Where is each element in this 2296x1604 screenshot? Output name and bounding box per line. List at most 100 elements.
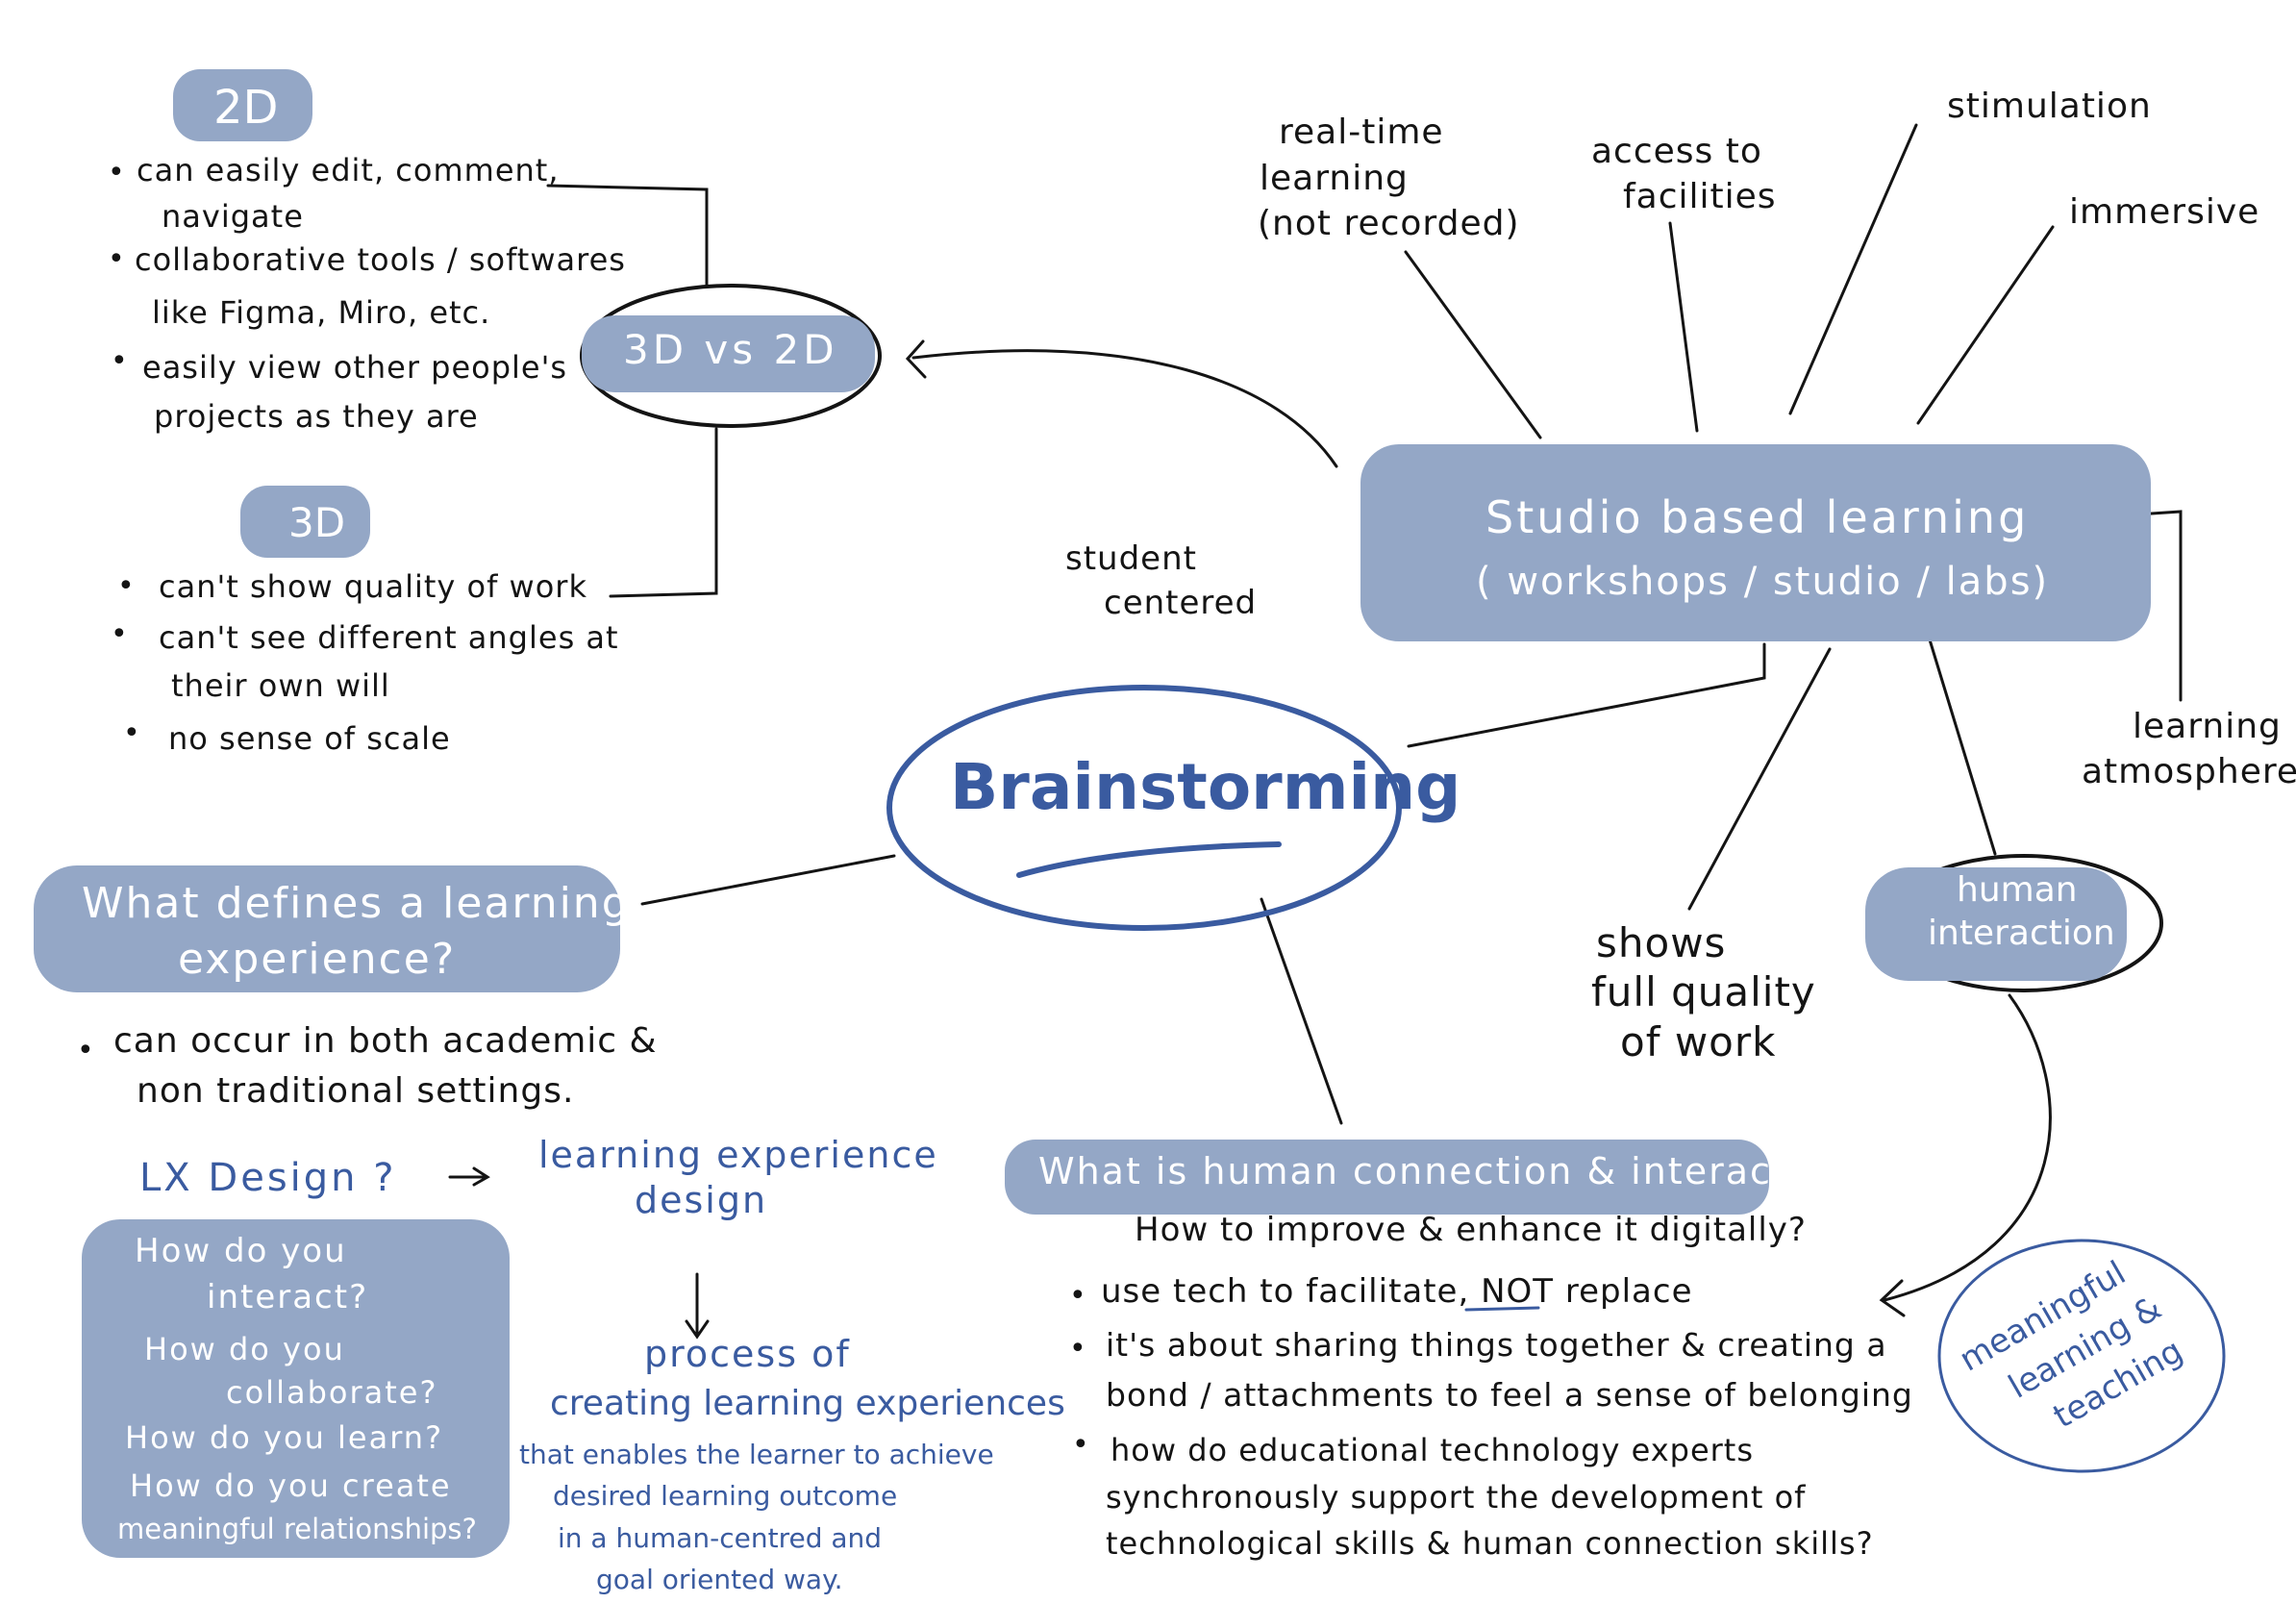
lx-question-line1: What defines a learning — [82, 879, 631, 928]
underline-not — [1464, 1306, 1540, 1312]
lx-q4-line2: meaningful relationships? — [117, 1513, 477, 1545]
line-center-lx — [640, 854, 896, 906]
point-2d-2-line1: collaborative tools / softwares — [135, 241, 626, 278]
point-2d-3-line1: easily view other people's — [142, 349, 568, 386]
connection-point-2-line1: it's about sharing things together & cre… — [1106, 1326, 1887, 1364]
point-2d-1-line2: navigate — [162, 198, 304, 235]
bullet-3d-3: • — [123, 716, 140, 750]
highlight-human — [1865, 867, 2127, 981]
connection-point-2-line2: bond / attachments to feel a sense of be… — [1106, 1376, 1913, 1414]
vs-label: 3D vs 2D — [623, 326, 838, 373]
process-detail-line2: desired learning outcome — [553, 1480, 898, 1512]
bullet-connection-1: • — [1069, 1279, 1086, 1313]
access-line1: access to — [1591, 132, 1762, 171]
line-quality — [1687, 647, 1832, 911]
arrow-head-meaningful — [1879, 1279, 1906, 1317]
atmosphere-line1: learning — [2133, 707, 2282, 746]
process-detail-line1: that enables the learner to achieve — [519, 1439, 994, 1470]
line-center-connection — [1260, 897, 1343, 1125]
line-center-studio — [1407, 642, 1766, 748]
line-access — [1668, 221, 1699, 433]
line-stimulation — [1788, 123, 1918, 415]
realtime-line2: learning — [1260, 159, 1409, 198]
studio-subtitle: ( workshops / studio / labs) — [1476, 560, 2050, 604]
lx-point-line2: non traditional settings. — [137, 1071, 575, 1111]
connection-question: What is human connection & interaction? — [1038, 1150, 1871, 1192]
realtime-line1: real-time — [1279, 113, 1444, 152]
title-underline — [1016, 841, 1282, 878]
human-line1: human — [1957, 870, 2078, 910]
line-immersive — [1916, 225, 2055, 425]
immersive-label: immersive — [2069, 192, 2260, 232]
heading-3d: 3D — [288, 499, 346, 546]
heading-2d: 2D — [213, 81, 279, 135]
process-detail-line4: goal oriented way. — [596, 1564, 843, 1595]
point-3d-3-line1: no sense of scale — [168, 720, 451, 757]
access-line2: facilities — [1623, 177, 1777, 216]
lx-q1-line1: How do you — [135, 1232, 347, 1270]
point-2d-3-line2: projects as they are — [154, 398, 479, 435]
lx-q2-line1: How do you — [144, 1331, 345, 1367]
atmosphere-line2: atmosphere — [2082, 752, 2296, 791]
connection-subquestion: How to improve & enhance it digitally? — [1135, 1211, 1807, 1249]
bullet-2d-2: • — [108, 242, 125, 276]
human-line2: interaction — [1928, 914, 2115, 953]
studio-title: Studio based learning — [1485, 491, 2030, 543]
bullet-2d-1: • — [108, 156, 125, 189]
arrow-head-vs — [905, 339, 927, 379]
lx-question-line2: experience? — [178, 935, 457, 984]
line-realtime — [1404, 250, 1542, 439]
lx-q2-line2: collaborate? — [226, 1374, 438, 1411]
lx-q1-line2: interact? — [207, 1278, 369, 1316]
bullet-lx-1: • — [77, 1034, 94, 1067]
point-2d-1-line1: can easily edit, comment, — [137, 152, 560, 188]
lx-point-line1: can occur in both academic & — [113, 1021, 658, 1061]
lx-expansion-line1: learning experience — [538, 1134, 938, 1176]
stimulation-label: stimulation — [1947, 87, 2152, 126]
connection-point-3-line2: synchronously support the development of — [1106, 1479, 1807, 1516]
line-human — [1927, 635, 1997, 856]
meaningful-ellipse — [1937, 1239, 2226, 1473]
line-2d-vs — [546, 184, 709, 287]
lx-design-label: LX Design ? — [139, 1156, 397, 1200]
line-3d-vs — [609, 427, 718, 598]
lx-q3: How do you learn? — [125, 1419, 444, 1456]
lx-q4-line1: How do you create — [130, 1467, 452, 1504]
process-line1: process of — [644, 1333, 851, 1375]
arrow-process — [685, 1272, 710, 1340]
connection-point-3-line3: technological skills & human connection … — [1106, 1525, 1874, 1562]
arrow-lx-design — [448, 1166, 490, 1187]
realtime-line3: (not recorded) — [1258, 204, 1520, 243]
bullet-3d-1: • — [117, 569, 135, 603]
point-3d-1-line1: can't show quality of work — [159, 568, 587, 605]
highlight-3d — [240, 486, 370, 558]
point-3d-2-line2: their own will — [171, 667, 390, 704]
line-human-meaningful — [1883, 993, 2052, 1302]
connection-point-3-line1: how do educational technology experts — [1111, 1432, 1755, 1468]
center-ellipse — [886, 685, 1402, 931]
highlight-connection — [1005, 1140, 1769, 1215]
center-title: Brainstorming — [950, 750, 1461, 824]
connection-point-1-line1: use tech to facilitate, NOT replace — [1101, 1272, 1693, 1311]
bullet-connection-3: • — [1072, 1428, 1089, 1462]
student-centered-line2: centered — [1104, 584, 1258, 622]
highlight-lx-question — [34, 865, 620, 992]
student-centered-line1: student — [1065, 539, 1197, 578]
process-line2: creating learning experiences — [550, 1384, 1065, 1423]
highlight-2d — [173, 69, 312, 141]
bullet-3d-2: • — [111, 617, 128, 651]
quality-line1: shows — [1596, 919, 1727, 966]
process-detail-line3: in a human-centred and — [558, 1522, 883, 1554]
quality-line3: of work — [1620, 1018, 1777, 1065]
point-2d-2-line2: like Figma, Miro, etc. — [152, 294, 491, 331]
highlight-lx-questions — [82, 1219, 510, 1558]
lx-expansion-line2: design — [635, 1179, 768, 1221]
point-3d-2-line1: can't see different angles at — [159, 619, 619, 656]
highlight-vs — [582, 315, 875, 392]
bullet-connection-2: • — [1069, 1332, 1086, 1366]
line-studio-vs — [911, 349, 1338, 468]
quality-line2: full quality — [1591, 968, 1816, 1015]
highlight-studio — [1360, 444, 2151, 641]
bullet-2d-3: • — [111, 344, 128, 378]
